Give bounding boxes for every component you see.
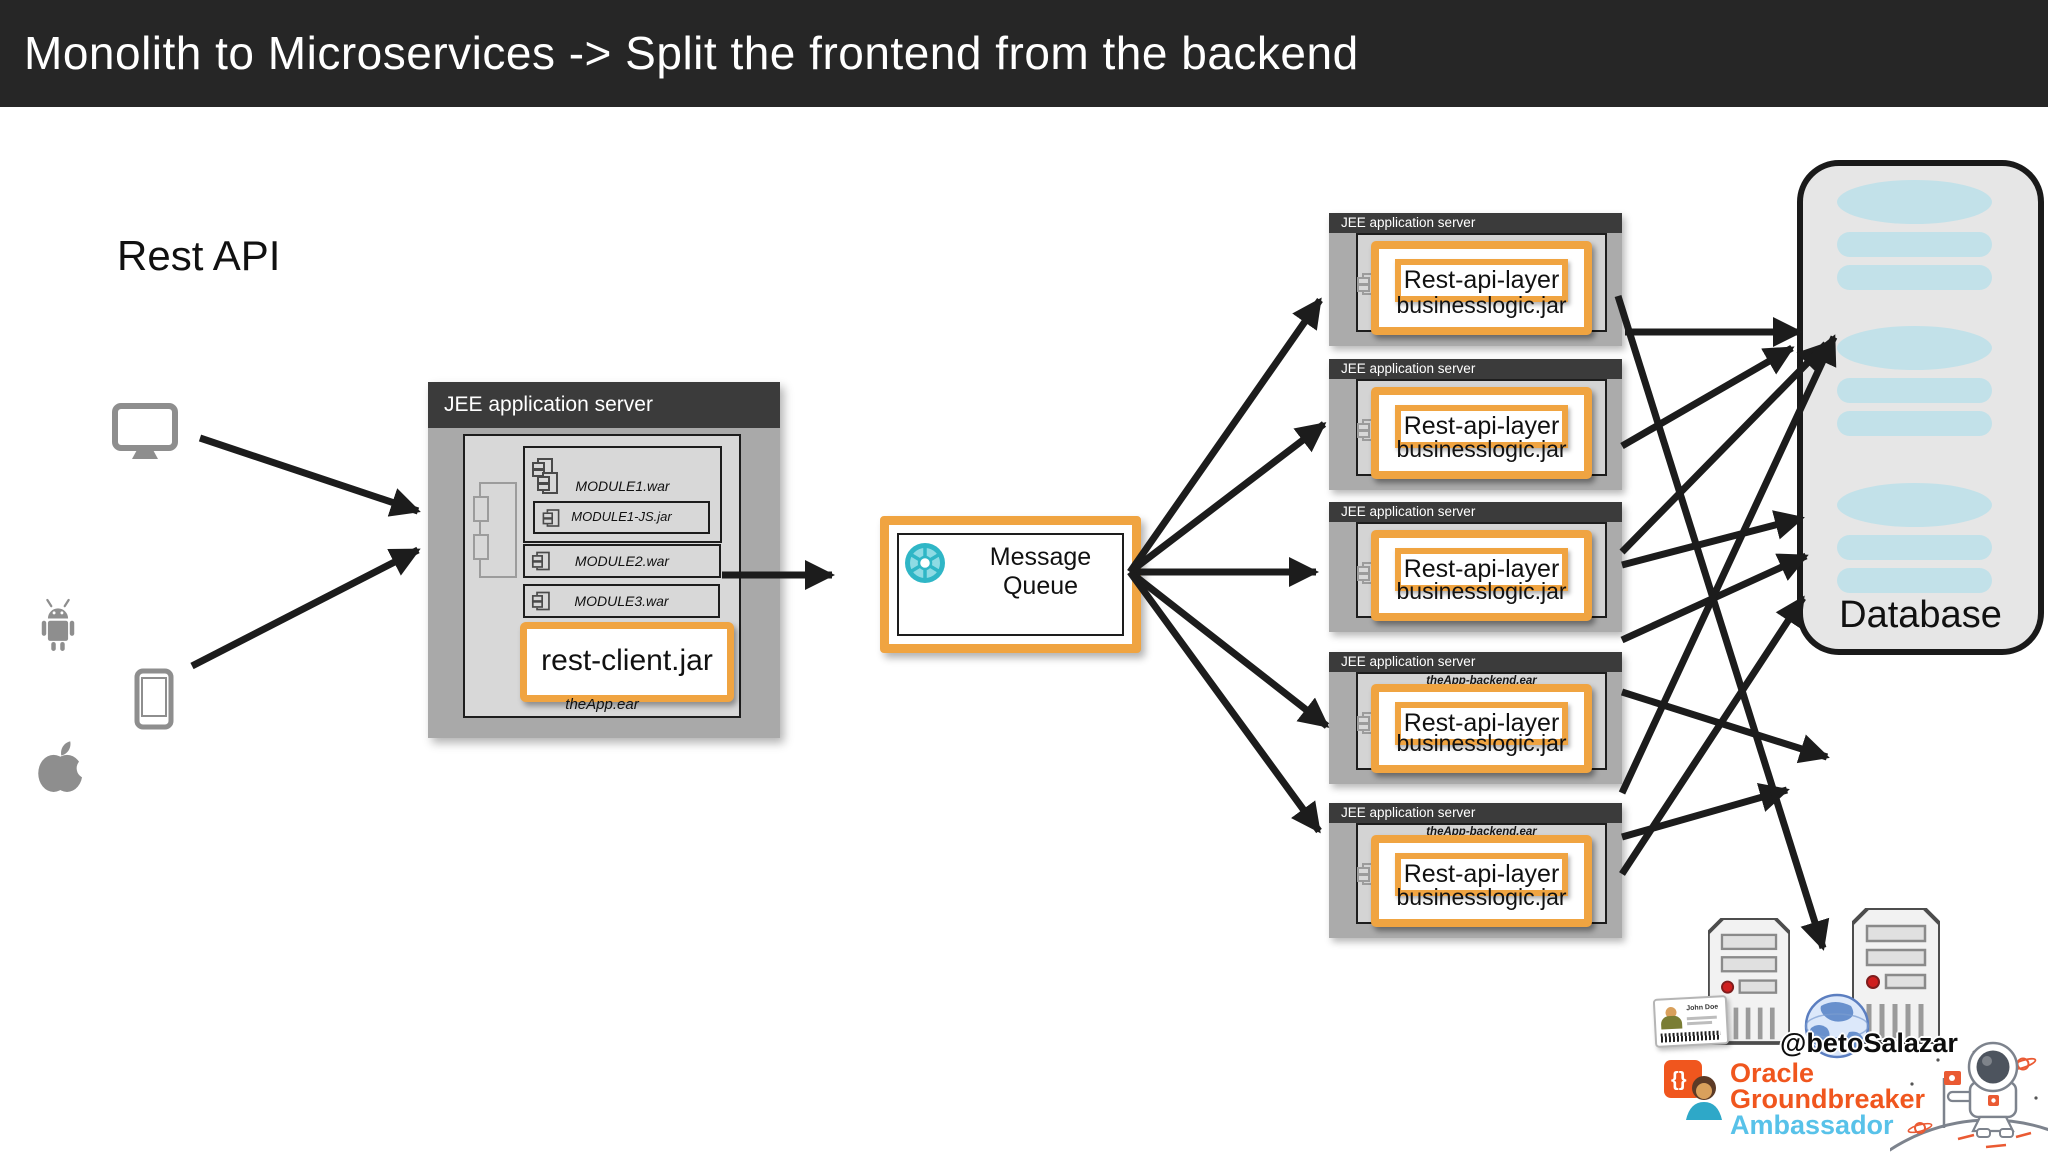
service-header: JEE application server: [1329, 652, 1622, 672]
service-orange-box: Rest-api-layer businesslogic.jar: [1371, 241, 1592, 335]
card-barcode: [1660, 1030, 1721, 1043]
server-tower-icon: [1852, 908, 1940, 1044]
rest-api-layer-box: Rest-api-layer: [1395, 853, 1568, 896]
service-orange-box: Rest-api-layer businesslogic.jar: [1371, 835, 1592, 927]
smartphone-icon: [134, 668, 174, 730]
service-header: JEE application server: [1329, 502, 1622, 522]
microservice-box-5: JEE application server theApp-backend.ea…: [1329, 803, 1622, 938]
businesslogic-label: businesslogic.jar: [1396, 578, 1567, 604]
module1-box: MODULE1.war MODULE1-JS.jar: [523, 446, 722, 543]
component-icon: [542, 509, 560, 527]
monolith-ear-container: MODULE1.war MODULE1-JS.jar MODULE2.war M…: [463, 434, 741, 718]
microservice-box-2: JEE application server Rest-api-layer bu…: [1329, 359, 1622, 490]
apple-icon: [38, 741, 92, 792]
db-cylinder: [1837, 483, 1992, 593]
module1js-box: MODULE1-JS.jar: [533, 501, 710, 534]
component-icon: [531, 551, 550, 571]
module3-label: MODULE3.war: [574, 593, 669, 609]
desktop-monitor-icon: [112, 403, 178, 459]
service-orange-box: Rest-api-layer businesslogic.jar: [1371, 387, 1592, 479]
database-box: Database: [1797, 160, 2044, 655]
arrow-desktop-to-monolith: [198, 434, 421, 517]
svg-text:{}: {}: [1671, 1069, 1687, 1091]
rest-api-label: Rest API: [117, 232, 281, 279]
service-header: JEE application server: [1329, 803, 1622, 823]
microservice-box-4: JEE application server theApp-backend.ea…: [1329, 652, 1622, 784]
groundbreaker-logo-text: Oracle Groundbreaker Ambassador: [1730, 1058, 1926, 1140]
module2-label: MODULE2.war: [574, 553, 670, 569]
service-inner: Rest-api-layer businesslogic.jar: [1356, 233, 1607, 335]
globe-icon: [1804, 993, 1870, 1059]
arrow-phone-to-monolith: [190, 546, 421, 670]
component-icon: [537, 472, 558, 494]
arrow-service3-to-db: [1619, 341, 1829, 555]
logo-line-oracle: Oracle: [1730, 1058, 1815, 1088]
message-queue-label: Message Queue: [989, 543, 1092, 600]
rest-api-layer-box: Rest-api-layer: [1395, 702, 1568, 745]
db-cylinder: [1837, 180, 1992, 290]
arrow-queue-to-service2: [1127, 421, 1327, 575]
module3-box: MODULE3.war: [523, 584, 720, 618]
service-inner: theApp-backend.ear Rest-api-layer busine…: [1356, 823, 1607, 927]
logo-line-ambassador: Ambassador: [1730, 1110, 1894, 1140]
card-name: John Doe: [1686, 1003, 1719, 1013]
database-label: Database: [1839, 594, 2002, 636]
microservice-box-3: JEE application server Rest-api-layer bu…: [1329, 502, 1622, 632]
service-orange-box: Rest-api-layer businesslogic.jar: [1371, 684, 1592, 773]
component-port-icon: [473, 482, 517, 578]
title-bar: Monolith to Microservices -> Split the f…: [0, 0, 2048, 107]
ear-label: theApp.ear: [565, 696, 639, 713]
id-card: John Doe: [1652, 995, 1730, 1048]
arrow-service3-to-db2: [1621, 510, 1805, 569]
arrow-service2-to-db: [1620, 344, 1795, 450]
groundbreaker-logo-icon: {}: [1664, 1060, 1722, 1120]
businesslogic-label: businesslogic.jar: [1396, 884, 1567, 910]
arrow-service5-to-db2: [1619, 595, 1806, 876]
businesslogic-label: businesslogic.jar: [1396, 730, 1567, 756]
arrow-queue-to-service4: [1127, 569, 1330, 729]
logo-line-groundbreaker: Groundbreaker: [1730, 1084, 1926, 1114]
service-inner: theApp-backend.ear Rest-api-layer busine…: [1356, 672, 1607, 773]
twitter-handle: @betoSalazar: [1780, 1028, 1958, 1058]
service-header: JEE application server: [1329, 359, 1622, 379]
astronaut-illustration: [1890, 1041, 2048, 1152]
monolith-header: JEE application server: [428, 382, 780, 428]
slide-title: Monolith to Microservices -> Split the f…: [24, 27, 1359, 79]
service-header: JEE application server: [1329, 213, 1622, 233]
queue-wheel-icon: [905, 543, 945, 583]
component-icon: [531, 591, 550, 611]
microservice-box-1: JEE application server Rest-api-layer bu…: [1329, 213, 1622, 346]
message-queue-box: Message Queue: [880, 516, 1141, 653]
monolith-server-box: JEE application server MODULE1.war MODUL…: [428, 382, 780, 738]
rest-client-box: rest-client.jar: [520, 622, 734, 702]
service-orange-box: Rest-api-layer businesslogic.jar: [1371, 530, 1592, 621]
service-inner: Rest-api-layer businesslogic.jar: [1356, 379, 1607, 479]
arrow-to-globe: [1614, 294, 1830, 951]
module2-box: MODULE2.war: [523, 544, 721, 578]
businesslogic-label: businesslogic.jar: [1396, 292, 1567, 318]
arrow-queue-to-service1: [1127, 297, 1323, 575]
arrow-service4-to-db2: [1620, 688, 1830, 764]
db-cylinder: [1837, 326, 1992, 436]
android-icon: [41, 598, 75, 651]
rest-api-layer-box: Rest-api-layer: [1395, 548, 1568, 591]
arrow-queue-to-service5: [1127, 569, 1322, 834]
rest-api-layer-box: Rest-api-layer: [1395, 405, 1568, 448]
module1js-label: MODULE1-JS.jar: [571, 509, 672, 524]
rest-api-layer-box: Rest-api-layer: [1395, 259, 1568, 302]
businesslogic-label: businesslogic.jar: [1396, 436, 1567, 462]
arrow-service4-to-db: [1620, 552, 1809, 644]
arrow-service5-to-db: [1621, 782, 1790, 841]
module1-label: MODULE1.war: [575, 478, 670, 494]
service-inner: Rest-api-layer businesslogic.jar: [1356, 522, 1607, 621]
